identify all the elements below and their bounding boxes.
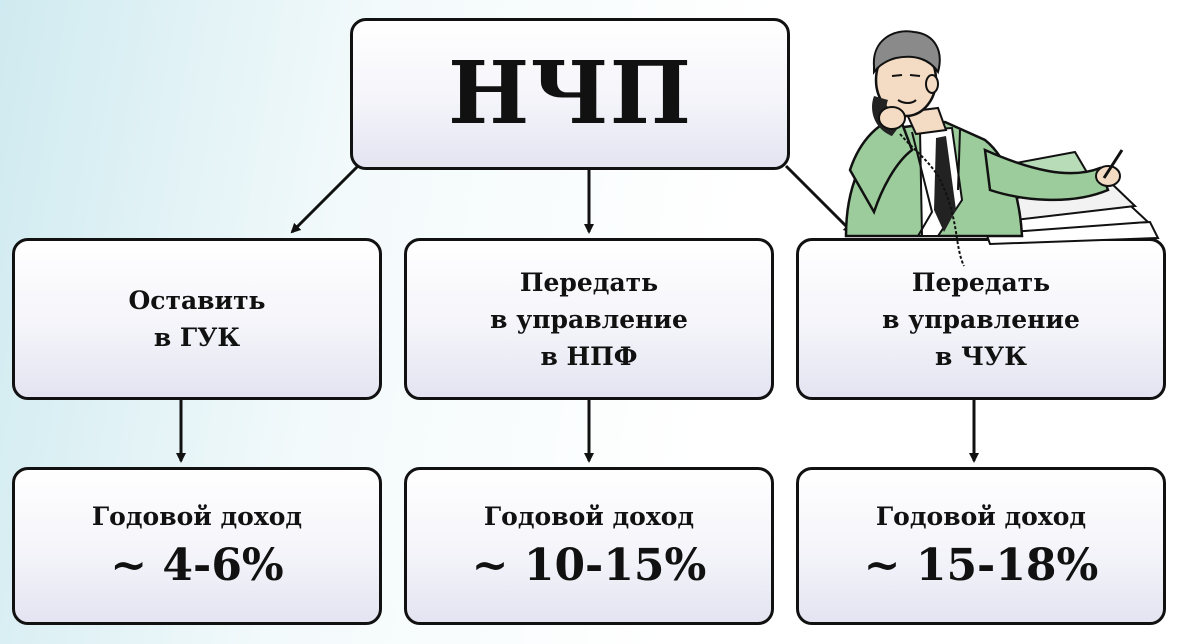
income-value: ~ 10-15% xyxy=(471,540,707,592)
option-line: в управление xyxy=(882,304,1080,334)
arrow-root-to-option-1 xyxy=(290,164,360,234)
option-line: Оставить xyxy=(128,286,266,315)
income-box-chuk: Годовой доход ~ 15-18% xyxy=(796,467,1166,625)
arrow-root-to-option-3 xyxy=(784,164,854,234)
option-transfer-npf: Передать в управление в НПФ xyxy=(404,238,774,400)
option-line: Передать xyxy=(911,267,1051,297)
income-value: ~ 4-6% xyxy=(110,540,284,592)
root-node: НЧП xyxy=(350,18,790,170)
income-box-npf: Годовой доход ~ 10-15% xyxy=(404,467,774,625)
option-line: в управление xyxy=(490,304,688,334)
income-value: ~ 15-18% xyxy=(863,540,1099,592)
option-line: Передать xyxy=(519,267,659,297)
income-box-guk: Годовой доход ~ 4-6% xyxy=(12,467,382,625)
option-line: в НПФ xyxy=(540,341,638,371)
root-label: НЧП xyxy=(448,43,692,144)
option-line: в ГУК xyxy=(153,323,241,352)
income-label: Годовой доход xyxy=(875,502,1087,532)
option-keep-guk: Оставить в ГУК xyxy=(12,238,382,400)
option-transfer-chuk: Передать в управление в ЧУК xyxy=(796,238,1166,400)
income-label: Годовой доход xyxy=(91,502,303,532)
income-label: Годовой доход xyxy=(483,502,695,532)
option-line: в ЧУК xyxy=(935,341,1027,371)
